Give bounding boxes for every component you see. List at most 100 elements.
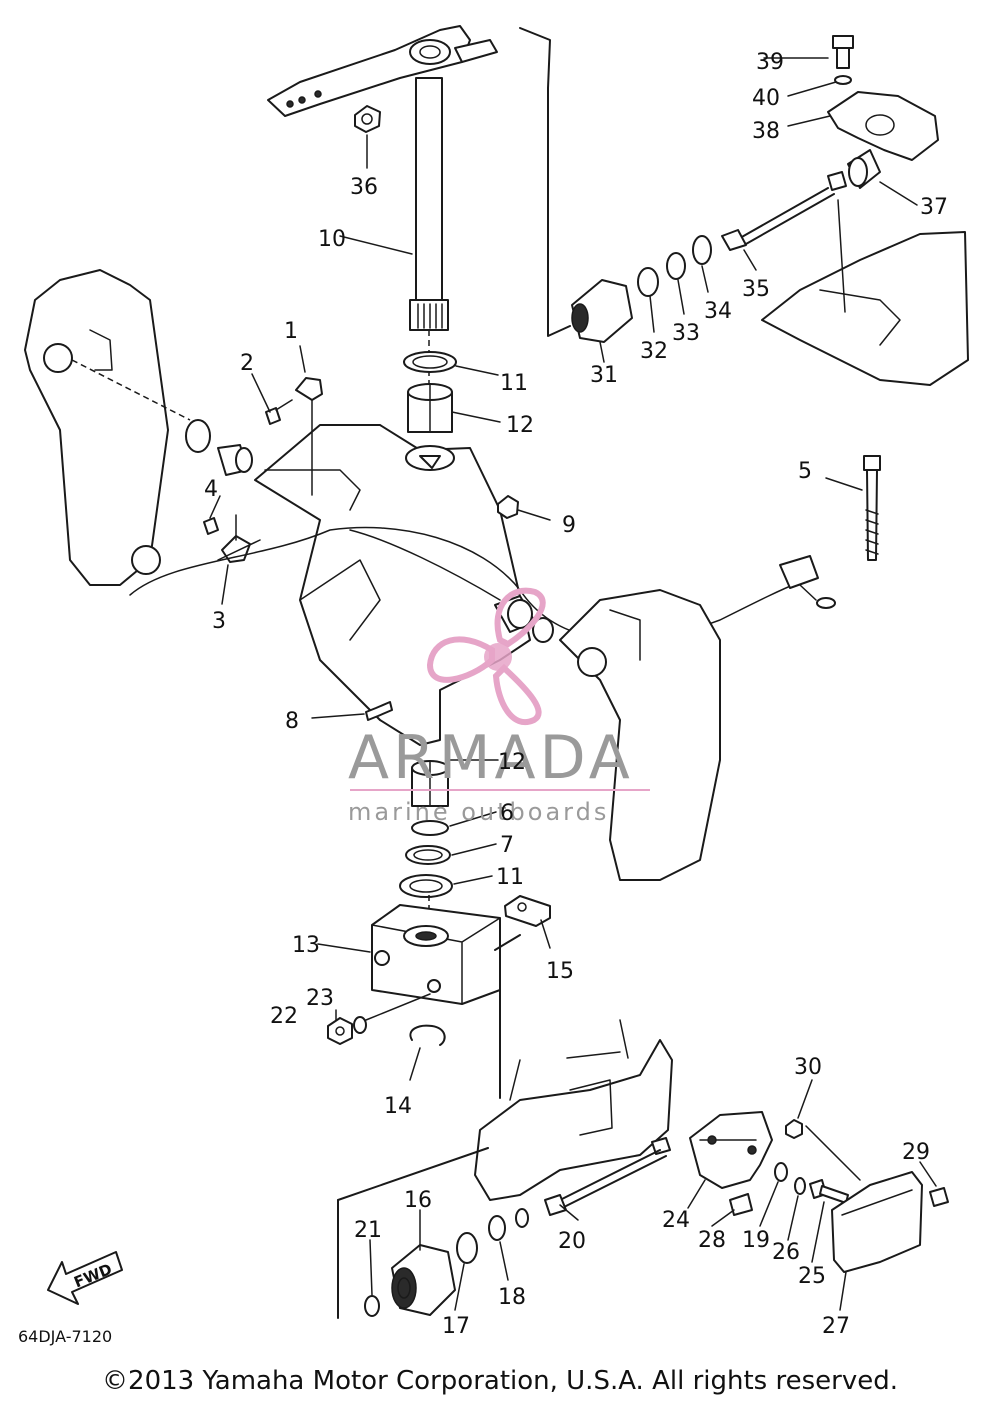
callout-6: 6: [500, 801, 514, 826]
callout-13: 13: [292, 933, 320, 958]
callout-34: 34: [704, 299, 732, 324]
washer-33: [666, 252, 686, 280]
upper-casing-right: [761, 199, 969, 386]
callout-2: 2: [240, 351, 254, 376]
callout-32: 32: [640, 339, 668, 364]
nut-18b: [515, 1208, 529, 1228]
right-clamp-bracket: [559, 589, 721, 881]
callout-labels: 1 2 3 4 5 6 7 8 9 10 11 11 12 12 13 14 1…: [204, 50, 948, 1339]
callout-36: 36: [350, 175, 378, 200]
diagram-code: 64DJA-7120: [18, 1327, 112, 1346]
washer-26: [794, 1177, 806, 1195]
bracket-15: [494, 895, 551, 951]
washer-19: [774, 1162, 788, 1182]
watermark-brand: ARMADA: [348, 723, 634, 793]
copyright-notice: ©2013 Yamaha Motor Corporation, U.S.A. A…: [102, 1366, 898, 1396]
callout-15: 15: [546, 959, 574, 984]
washer-21: [364, 1295, 380, 1317]
callout-21: 21: [354, 1218, 382, 1243]
bolt-35: [721, 171, 847, 251]
bushing-12-top: [407, 383, 453, 433]
callout-22: 22: [270, 1004, 298, 1029]
bolt-25: [809, 1179, 849, 1204]
washer-11-top: [403, 351, 457, 373]
callout-18: 18: [498, 1285, 526, 1310]
mount-rubber-16: [391, 1244, 456, 1316]
circlip-14: [409, 1024, 446, 1081]
clamp-38: [827, 91, 939, 161]
callout-16: 16: [404, 1188, 432, 1213]
cover-27: [831, 1171, 923, 1273]
callout-5: 5: [798, 459, 812, 484]
nut-30: [785, 1119, 861, 1181]
watermark-subtitle: marine outboards: [348, 798, 609, 826]
callout-8: 8: [285, 709, 299, 734]
callout-33: 33: [672, 321, 700, 346]
callout-11-lower: 11: [496, 865, 524, 890]
callout-37: 37: [920, 195, 948, 220]
leader-lines: [209, 57, 937, 1311]
washer-32: [637, 267, 659, 297]
washer-17: [456, 1232, 478, 1264]
nut-36: [354, 105, 381, 169]
clip-1: [295, 345, 323, 496]
bushing-12-lower: [411, 760, 449, 807]
washer-23: [353, 993, 431, 1034]
callout-26: 26: [772, 1240, 800, 1265]
callout-4: 4: [204, 477, 218, 502]
screw-4: [203, 517, 219, 535]
bolt-5: [825, 455, 881, 561]
washer-34: [692, 235, 712, 265]
callout-38: 38: [752, 119, 780, 144]
watermark: ARMADA marine outboards: [348, 587, 650, 826]
callout-35: 35: [742, 277, 770, 302]
bolt-39: [832, 35, 854, 69]
pivot-bushing-left: [185, 419, 253, 476]
screw-29: [929, 1187, 949, 1207]
lower-casing: [474, 1019, 673, 1201]
callout-24: 24: [662, 1208, 690, 1233]
screw-8: [311, 701, 393, 721]
washer-6: [411, 820, 449, 836]
callout-12-top: 12: [506, 413, 534, 438]
callout-31: 31: [590, 363, 618, 388]
pivot-bushing-right: [494, 595, 554, 643]
lower-mount-housing-13: [371, 904, 501, 1005]
steering-shaft: [409, 77, 449, 420]
callout-9: 9: [562, 513, 576, 538]
callout-11-top: 11: [500, 371, 528, 396]
callout-27: 27: [822, 1314, 850, 1339]
steering-arm: [267, 25, 551, 117]
callout-20: 20: [558, 1229, 586, 1254]
callout-12-lower: 12: [498, 750, 526, 775]
callout-1: 1: [284, 319, 298, 344]
clamp-3: [217, 514, 261, 563]
callout-19: 19: [742, 1228, 770, 1253]
fwd-arrow-icon: FWD: [47, 1251, 123, 1305]
screw-28: [729, 1193, 753, 1216]
callout-28: 28: [698, 1228, 726, 1253]
wire-harness: [129, 526, 836, 641]
callout-39: 39: [756, 50, 784, 75]
mount-housing-24: [689, 1111, 773, 1189]
callout-14: 14: [384, 1094, 412, 1119]
bolt-20: [544, 1137, 671, 1216]
bushing-37: [847, 149, 881, 189]
callout-25: 25: [798, 1264, 826, 1289]
washer-18: [488, 1215, 506, 1241]
nut-9: [497, 495, 551, 521]
washer-40: [834, 75, 852, 85]
propeller-logo-icon: [426, 587, 546, 725]
callout-7: 7: [500, 833, 514, 858]
nut-22: [327, 1017, 353, 1045]
callout-17: 17: [442, 1314, 470, 1339]
callout-10: 10: [318, 227, 346, 252]
washer-7: [405, 845, 451, 865]
callout-3: 3: [212, 609, 226, 634]
left-clamp-bracket: [24, 269, 191, 586]
callout-29: 29: [902, 1140, 930, 1165]
mount-rubber-31: [571, 279, 633, 343]
callout-40: 40: [752, 86, 780, 111]
callout-23: 23: [306, 986, 334, 1011]
